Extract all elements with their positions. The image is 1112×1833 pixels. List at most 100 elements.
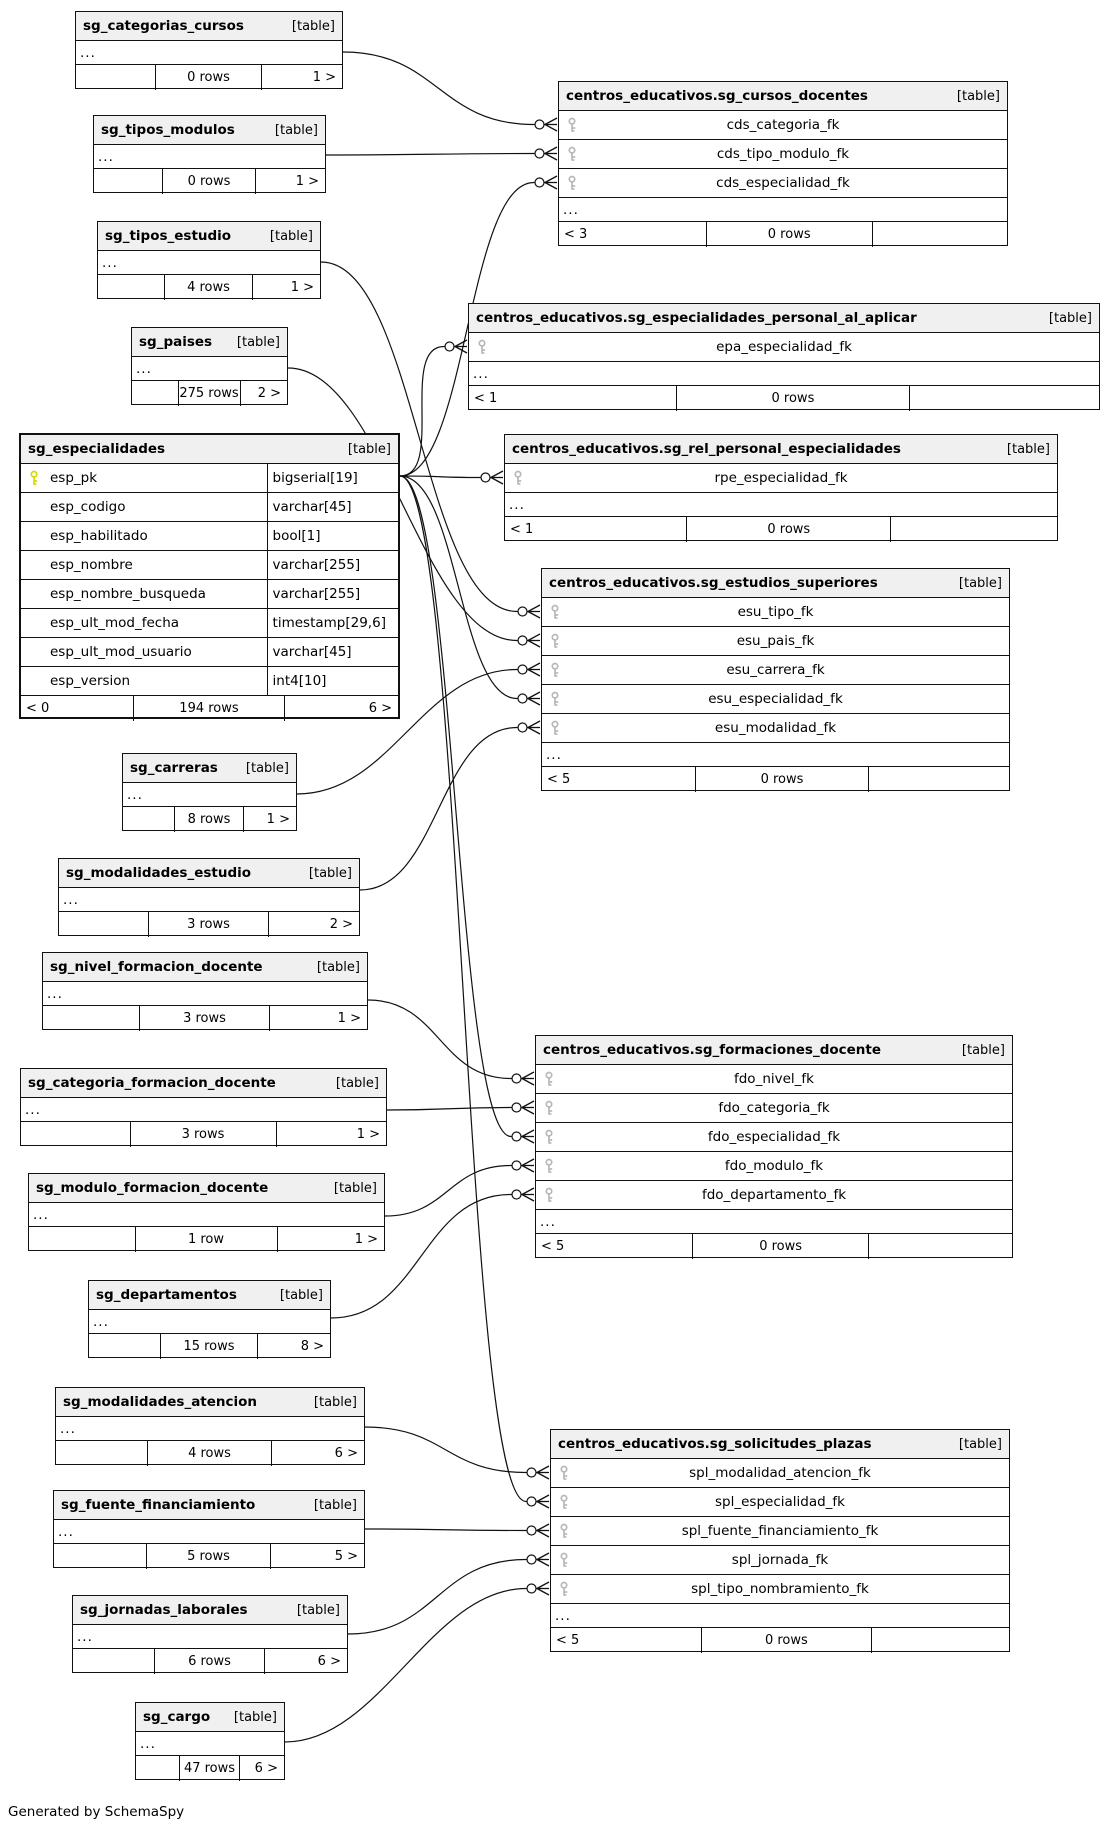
table-title[interactable]: sg_cargo xyxy=(143,1709,211,1725)
table-sg-categoria-formacion-docente[interactable]: sg_categoria_formacion_docente[table]...… xyxy=(20,1068,387,1147)
column-name: cds_especialidad_fk xyxy=(716,175,850,191)
ellipsis-label: ... xyxy=(33,1206,49,1223)
zero-or-many-circle-icon xyxy=(534,148,545,159)
table-sg-modulo-formacion-docente[interactable]: sg_modulo_formacion_docente[table]...1 r… xyxy=(28,1173,385,1252)
column-name-cell: esp_nombre xyxy=(21,551,268,579)
foreign-key-icon xyxy=(567,146,577,163)
foreign-key-icon xyxy=(544,1129,554,1146)
table-title[interactable]: centros_educativos.sg_cursos_docentes xyxy=(566,88,868,104)
ellipsis-label: ... xyxy=(98,148,114,165)
column-row: esu_pais_fk xyxy=(542,627,1009,656)
column-name: fdo_departamento_fk xyxy=(701,1187,847,1203)
footer-parents-count: 6 > xyxy=(334,1446,358,1461)
table-type-tag: [table] xyxy=(958,1436,1002,1452)
column-type: varchar[255] xyxy=(272,557,361,573)
crows-foot-icon xyxy=(454,345,468,354)
table-title[interactable]: centros_educativos.sg_estudios_superiore… xyxy=(549,575,878,591)
table-type-tag: [table] xyxy=(961,1042,1005,1058)
table-centros-educativos-sg-cursos-docentes[interactable]: centros_educativos.sg_cursos_docentes [ta… xyxy=(558,81,1008,247)
table-sg-nivel-formacion-docente[interactable]: sg_nivel_formacion_docente [table]... 3 ro… xyxy=(42,952,368,1031)
table-header: sg_categoria_formacion_docente[table] xyxy=(21,1069,386,1098)
table-type-tag: [table] xyxy=(296,1602,340,1618)
table-header: sg_modulo_formacion_docente[table] xyxy=(29,1174,384,1203)
table-title[interactable]: sg_categoria_formacion_docente xyxy=(28,1075,276,1091)
footer-row-count: 5 rows xyxy=(147,1544,271,1569)
table-header: centros_educativos.sg_rel_personal_espec… xyxy=(505,435,1057,464)
crows-foot-icon xyxy=(544,146,558,155)
table-centros-educativos-sg-solicitudes-plazas[interactable]: centros_educativos.sg_solicitudes_plazas… xyxy=(550,1429,1010,1653)
crows-foot-icon xyxy=(490,470,504,479)
table-title[interactable]: sg_tipos_estudio xyxy=(105,228,232,244)
table-type-tag: [table] xyxy=(316,959,360,975)
collapsed-columns-row: ... xyxy=(73,1625,347,1649)
footer-parents-count xyxy=(872,1628,1009,1653)
collapsed-columns-row: ... xyxy=(56,1417,364,1441)
table-title[interactable]: sg_fuente_financiamiento xyxy=(61,1497,256,1513)
table-centros-educativos-sg-especialidades-personal-al-aplicar[interactable]: centros_educativos.sg_especialidades_per… xyxy=(468,303,1100,411)
table-title[interactable]: centros_educativos.sg_solicitudes_plazas xyxy=(558,1436,872,1452)
column-name: esp_version xyxy=(50,673,131,689)
table-title[interactable]: centros_educativos.sg_especialidades_per… xyxy=(476,310,917,326)
table-title[interactable]: centros_educativos.sg_formaciones_docent… xyxy=(543,1042,882,1058)
table-sg-fuente-financiamiento[interactable]: sg_fuente_financiamiento[table]...5 rows… xyxy=(53,1490,365,1569)
footer-row-count: 15 rows xyxy=(161,1334,258,1359)
table-title[interactable]: sg_categorias_cursos xyxy=(83,18,244,34)
column-name: esu_pais_fk xyxy=(736,633,815,649)
column-name: esp_ult_mod_usuario xyxy=(50,644,192,660)
crows-foot-icon xyxy=(521,1193,535,1202)
zero-or-many-circle-icon xyxy=(526,1583,537,1594)
table-title[interactable]: sg_carreras xyxy=(130,760,218,776)
table-title[interactable]: sg_departamentos xyxy=(96,1287,237,1303)
crows-foot-icon xyxy=(544,123,558,132)
table-title[interactable]: sg_jornadas_laborales xyxy=(80,1602,248,1618)
table-title[interactable]: sg_tipos_modulos xyxy=(101,122,235,138)
table-title[interactable]: sg_modalidades_atencion xyxy=(63,1394,258,1410)
table-title[interactable]: sg_modulo_formacion_docente xyxy=(36,1180,269,1196)
column-name: esp_pk xyxy=(50,470,98,486)
table-title[interactable]: centros_educativos.sg_rel_personal_espec… xyxy=(512,441,901,457)
footer-children-count xyxy=(132,381,179,406)
column-name: esp_codigo xyxy=(50,499,126,515)
footer-parents-count: 1 > xyxy=(266,812,290,827)
table-type-tag: [table] xyxy=(956,88,1000,104)
crows-foot-icon xyxy=(544,181,558,190)
column-name-cell: esp_version xyxy=(21,667,268,695)
column-row: esu_modalidad_fk xyxy=(542,714,1009,743)
crows-foot-icon xyxy=(536,1523,550,1532)
crows-foot-icon xyxy=(527,668,541,677)
table-centros-educativos-sg-formaciones-docente[interactable]: centros_educativos.sg_formaciones_docent… xyxy=(535,1035,1013,1259)
table-title[interactable]: sg_paises xyxy=(139,334,213,350)
table-title[interactable]: sg_nivel_formacion_docente xyxy=(50,959,263,975)
crows-foot-icon xyxy=(527,662,541,671)
footer-parents-count: 6 > xyxy=(368,701,392,716)
footer-row-count: 3 rows xyxy=(140,1006,270,1031)
table-centros-educativos-sg-rel-personal-especialidades[interactable]: centros_educativos.sg_rel_personal_espec… xyxy=(504,434,1058,542)
table-centros-educativos-sg-estudios-superiores[interactable]: centros_educativos.sg_estudios_superiore… xyxy=(541,568,1010,792)
foreign-key-icon xyxy=(550,633,560,650)
foreign-key-icon xyxy=(544,1100,554,1117)
foreign-key-icon xyxy=(559,1494,569,1511)
ellipsis-label: ... xyxy=(47,985,63,1002)
column-name-cell: esp_codigo xyxy=(21,493,268,521)
table-title[interactable]: sg_especialidades xyxy=(28,441,166,457)
ellipsis-label: ... xyxy=(93,1313,109,1330)
column-row: cds_categoria_fk xyxy=(559,111,1007,140)
foreign-key-icon xyxy=(550,720,560,737)
table-title[interactable]: sg_modalidades_estudio xyxy=(66,865,252,881)
